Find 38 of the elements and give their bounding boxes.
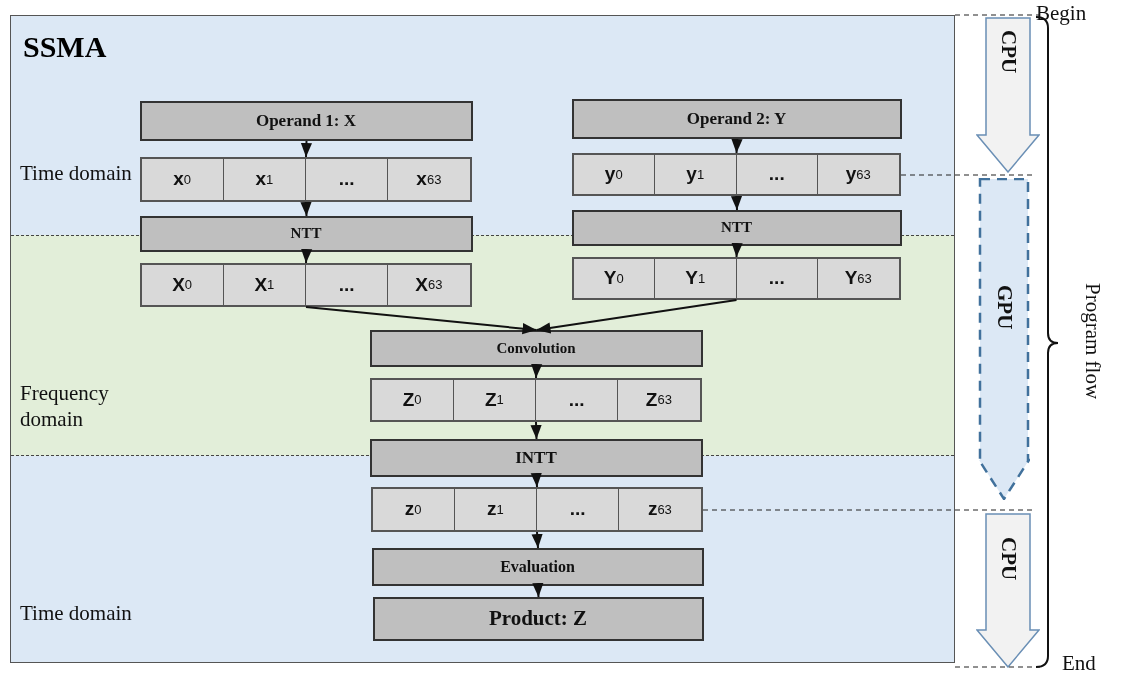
domain-label: Frequency domain xyxy=(20,380,110,432)
arrow xyxy=(731,138,743,154)
end-label: End xyxy=(1062,650,1096,675)
array-cell: ... xyxy=(537,488,620,530)
arrow xyxy=(305,306,538,335)
process-box: NTT xyxy=(139,215,473,252)
domain-label: Time domain xyxy=(20,160,133,186)
arrow xyxy=(535,299,738,334)
process-box: Convolution xyxy=(369,329,703,367)
arrow xyxy=(530,472,542,488)
processor-label: GPU xyxy=(992,285,1018,330)
arrow xyxy=(532,582,544,598)
process-box: Evaluation xyxy=(371,547,704,586)
array-cell: ... xyxy=(536,379,619,420)
array-cell: ... xyxy=(306,158,389,200)
array-cell: ... xyxy=(736,154,818,194)
arrow xyxy=(730,195,743,211)
arrow xyxy=(300,140,313,158)
panel-heading: SSMA xyxy=(23,30,107,64)
domain-label: Time domain xyxy=(20,600,133,626)
process-box: NTT xyxy=(571,209,902,246)
processor-label: CPU xyxy=(996,30,1022,74)
arrow xyxy=(731,242,743,258)
process-box: Operand 1: X xyxy=(139,100,473,141)
processor-label: CPU xyxy=(996,537,1022,581)
arrow xyxy=(531,531,543,549)
process-box: INTT xyxy=(369,438,703,477)
process-box: Operand 2: Y xyxy=(571,98,902,139)
array-cell: ... xyxy=(736,258,818,298)
arrow xyxy=(300,201,312,217)
arrow xyxy=(531,363,543,379)
flow-label: Program flow xyxy=(1080,283,1106,400)
begin-label: Begin xyxy=(1036,0,1087,26)
arrow xyxy=(301,248,313,264)
array-cell: ... xyxy=(306,264,389,305)
arrow xyxy=(530,421,542,440)
process-box: Product: Z xyxy=(372,596,704,641)
panel xyxy=(10,15,955,663)
